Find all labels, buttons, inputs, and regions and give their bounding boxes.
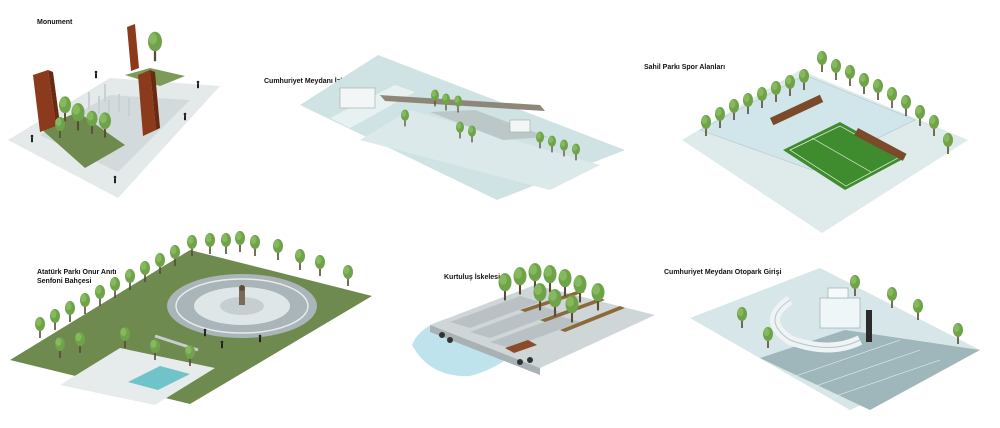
- izlek-diagram: [300, 55, 625, 200]
- ataturk-pond: [128, 366, 190, 390]
- otopark-label: Cumhuriyet Meydanı Otopark Girişi: [664, 268, 781, 277]
- monument-slab-right: [138, 70, 156, 136]
- iskele-label-line: Kurtuluş İskelesi: [444, 274, 501, 281]
- spor-label-line: Sahil Parkı Spor Alanları: [644, 64, 726, 71]
- ataturk-label-line-1: Atatürk Parkı Onur Anıtı: [37, 269, 117, 276]
- izlek-label: Cumhuriyet Meydanı İzlek: [264, 77, 350, 86]
- spor-diagram: [682, 51, 968, 233]
- izlek-label-line: Cumhuriyet Meydanı İzlek: [264, 78, 350, 85]
- monument-diagram: [8, 24, 220, 198]
- otopark-glass-box: [819, 297, 861, 329]
- ataturk-statue: [239, 289, 245, 305]
- iskele-label: Kurtuluş İskelesi: [444, 273, 500, 282]
- otopark-diagram: [690, 268, 980, 410]
- ataturk-diagram: [10, 231, 372, 405]
- ataturk-label-line-2: Senfoni Bahçesi: [37, 278, 92, 285]
- izlek-pavilion: [339, 87, 376, 109]
- monument-slab-back: [127, 24, 139, 71]
- iskele-pier-wood: [505, 340, 537, 353]
- spor-label: Sahil Parkı Spor Alanları: [644, 63, 725, 72]
- spor-canopy: [699, 74, 916, 171]
- monument-label-line: Monument: [37, 19, 73, 26]
- monument-slab-left: [33, 70, 56, 132]
- otopark-label-line: Cumhuriyet Meydanı Otopark Girişi: [664, 269, 782, 276]
- monument-label: Monument: [37, 18, 72, 27]
- spor-stand-right: [854, 128, 907, 161]
- ataturk-label: Atatürk Parkı Onur Anıtı Senfoni Bahçesi: [37, 268, 116, 286]
- iskele-diagram: [412, 263, 655, 377]
- spor-stand-left: [770, 94, 824, 126]
- monument-tree: [148, 31, 162, 62]
- izlek-walkway: [380, 95, 545, 111]
